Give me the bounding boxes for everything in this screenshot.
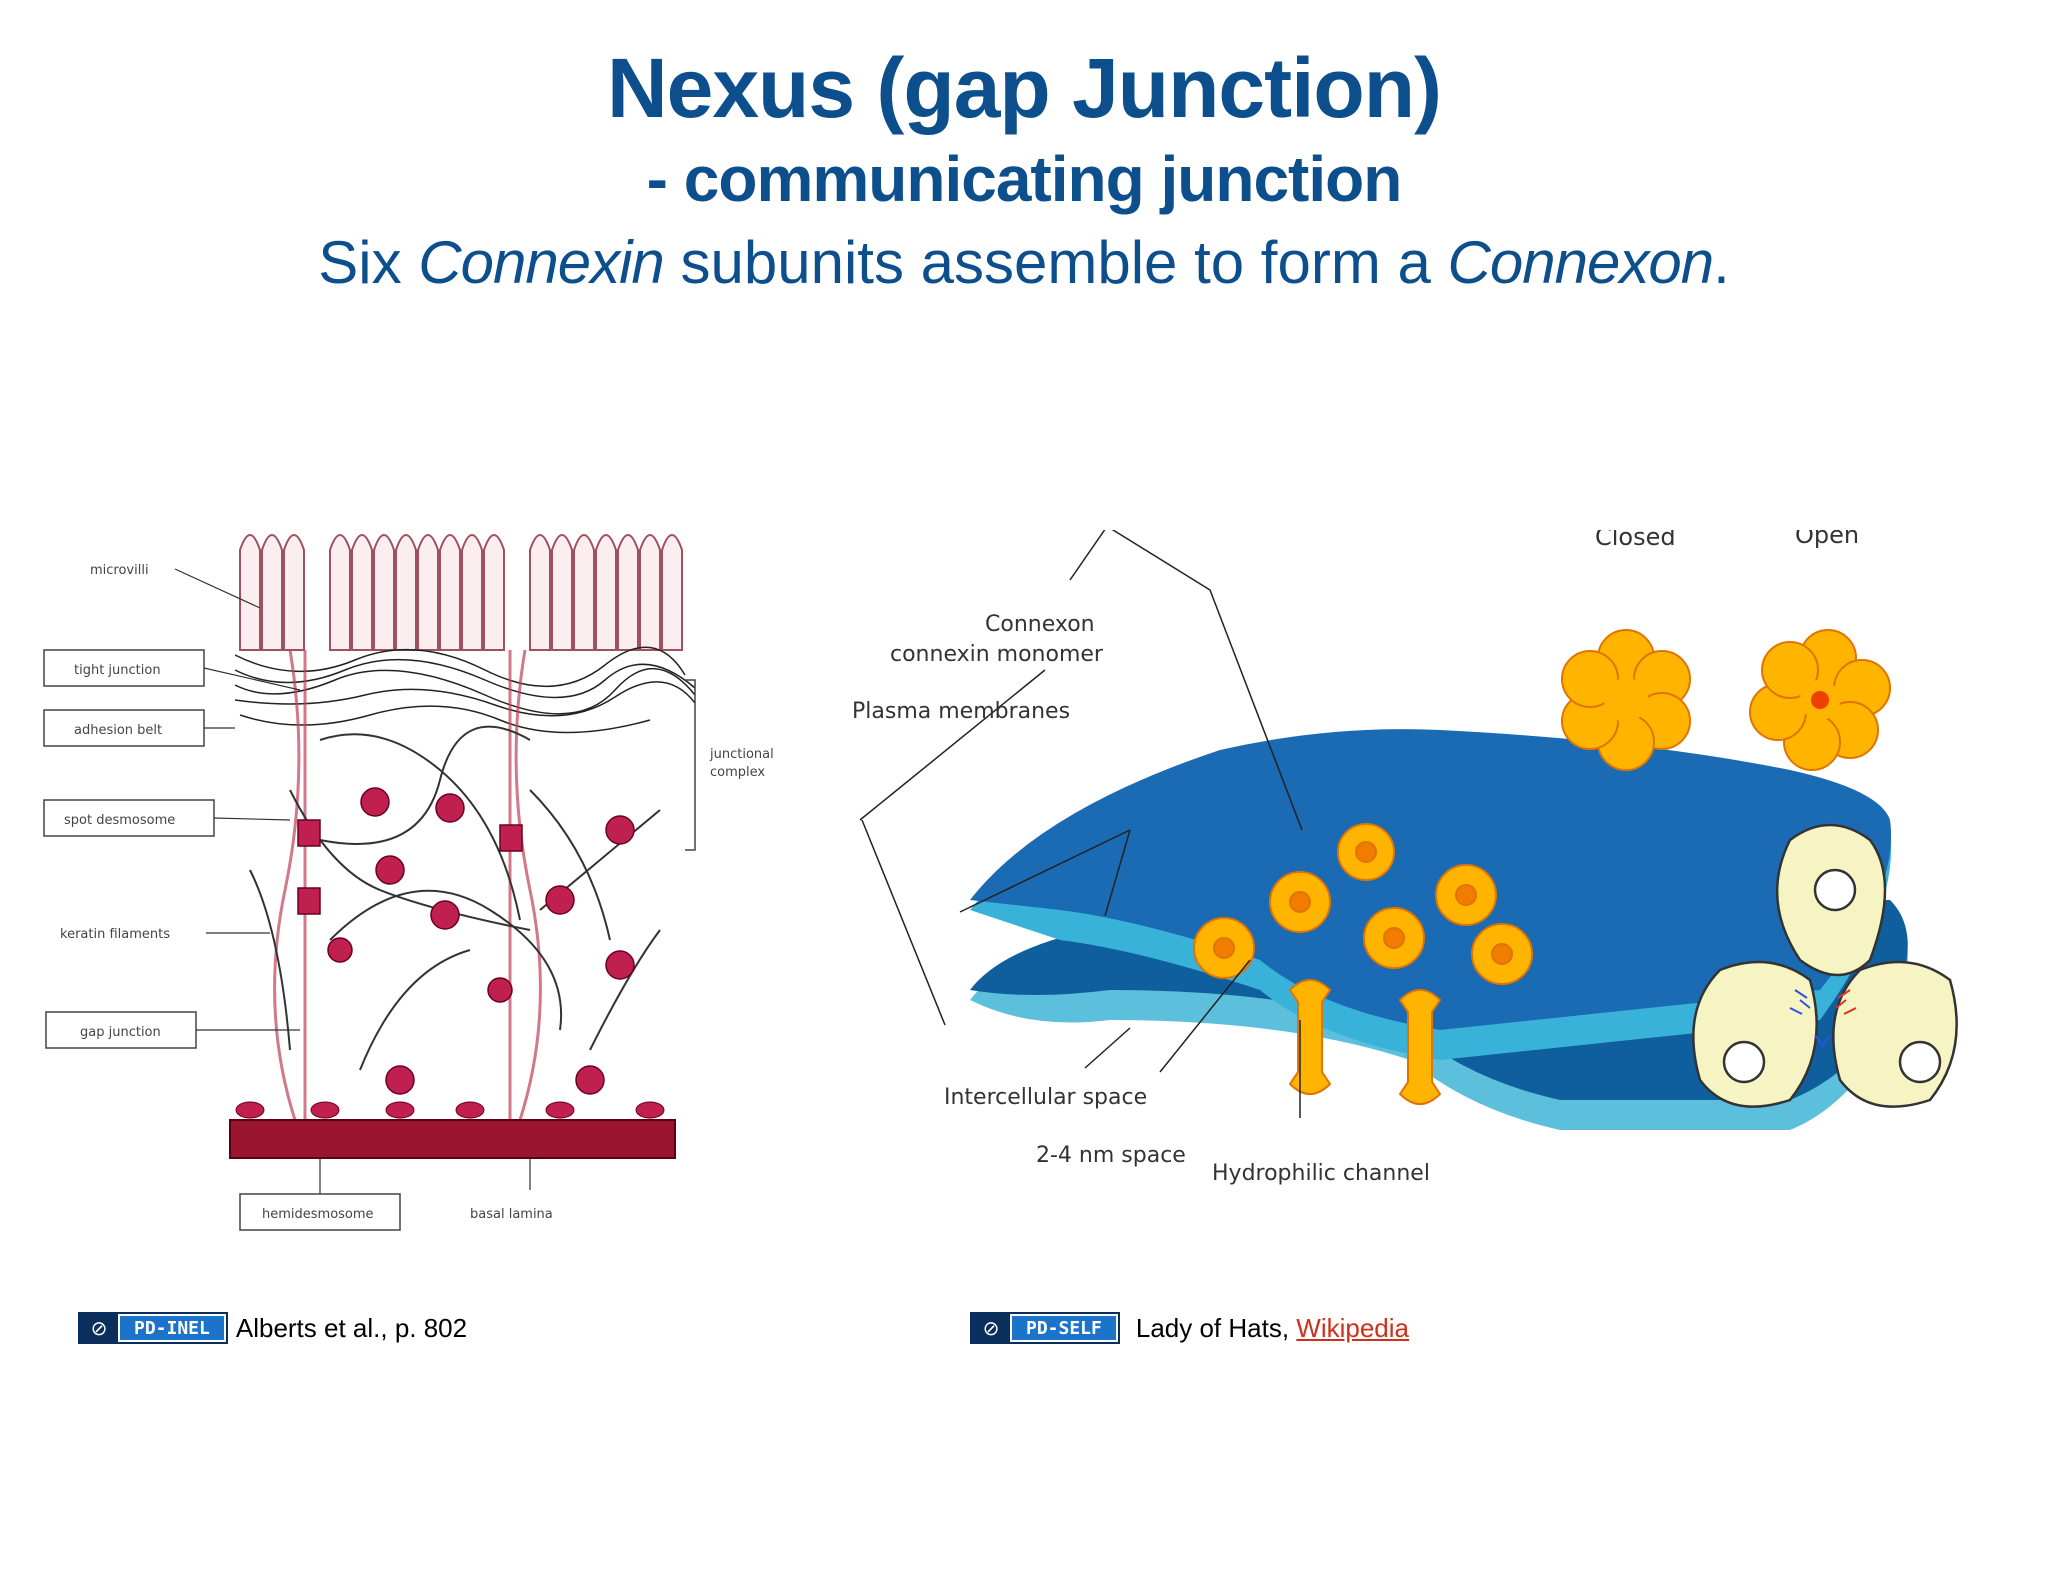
label-intercellular-space: Intercellular space [944, 1085, 1147, 1110]
label-microvilli: microvilli [90, 563, 149, 578]
epithelium-junction-figure: microvilli tight junction adhesion belt … [43, 534, 774, 1231]
license-badge-pd-inel[interactable]: ⊘ PD-INEL [78, 1312, 228, 1344]
hemidesmosomes [235, 1101, 665, 1119]
credit-left-text: Alberts et al., p. 802 [235, 1312, 468, 1343]
cell-nuclei [1722, 868, 1942, 1084]
caption-text-3: . [1713, 229, 1730, 296]
cell-contact-channels [1789, 989, 1857, 1048]
label-plasma-membranes: Plasma membranes [852, 699, 1070, 724]
label-open: Open [1795, 530, 1859, 549]
badge-label: PD-INEL [120, 1316, 224, 1340]
connexon-flower-1 [1337, 823, 1395, 881]
upper-membrane [970, 729, 1892, 1030]
label-closed: Closed [1595, 530, 1676, 551]
public-domain-icon: ⊘ [972, 1314, 1010, 1342]
microvilli-group [239, 534, 683, 651]
public-domain-icon: ⊘ [80, 1314, 118, 1342]
caption-text-1: Six [318, 229, 419, 296]
label-keratin-filaments: keratin filaments [60, 927, 170, 942]
connexon-flowers [1193, 823, 1533, 985]
basal-lamina-bar [229, 1119, 676, 1159]
label-hemidesmosome: hemidesmosome [262, 1207, 374, 1222]
slide-title: Nexus (gap Junction) [606, 41, 1442, 135]
label-connexon: Connexon [985, 612, 1095, 637]
credit-right-text: Lady of Hats, [1135, 1312, 1297, 1343]
license-badge-pd-self[interactable]: ⊘ PD-SELF [970, 1312, 1120, 1344]
connexon-flower-4 [1193, 917, 1255, 979]
label-junctional: junctional [709, 747, 774, 762]
label-spot-desmosome: spot desmosome [64, 813, 175, 828]
label-leaders [174, 568, 531, 1194]
leader-lines [859, 530, 1303, 1118]
connexon-flower-5 [1363, 907, 1425, 969]
label-complex: complex [710, 765, 765, 780]
label-connexin-monomer: connexin monomer [890, 642, 1104, 667]
badge-label: PD-SELF [1012, 1316, 1116, 1340]
wikipedia-link[interactable]: Wikipedia [1296, 1312, 1409, 1343]
slide-caption: Six Connexin subunits assemble to form a… [0, 228, 2048, 297]
label-gap-junction: gap junction [80, 1025, 161, 1040]
caption-text-2: subunits assemble to form a [663, 229, 1448, 296]
label-basal-lamina: basal lamina [470, 1207, 553, 1222]
desmosomes [297, 787, 635, 1095]
caption-connexin: Connexin [418, 229, 665, 296]
cell-borders [273, 649, 542, 1121]
caption-connexon: Connexon [1447, 229, 1715, 296]
credit-right: ⊘ PD-SELF Lady of Hats, Wikipedia [970, 1312, 1409, 1344]
gap-junction-figure: Closed Open Connexon connexin monomer Pl… [852, 530, 1958, 1186]
keratin-filaments [249, 725, 661, 1071]
connexon-flower-2 [1269, 871, 1331, 933]
label-adhesion-belt: adhesion belt [74, 723, 162, 738]
closed-rosette [1561, 629, 1691, 771]
left-label-boxes [43, 649, 401, 1231]
slide-subtitle: - communicating junction [646, 143, 1403, 215]
credit-left: ⊘ PD-INEL Alberts et al., p. 802 [78, 1312, 467, 1344]
label-hydrophilic-channel: Hydrophilic channel [1212, 1161, 1430, 1186]
junctional-complex-bracket [685, 679, 696, 851]
connexon-flower-6 [1471, 923, 1533, 985]
connexon-flower-3 [1435, 864, 1497, 926]
label-tight-junction: tight junction [74, 663, 161, 678]
label-nm-space: 2-4 nm space [1036, 1143, 1186, 1168]
open-rosette [1749, 629, 1891, 771]
